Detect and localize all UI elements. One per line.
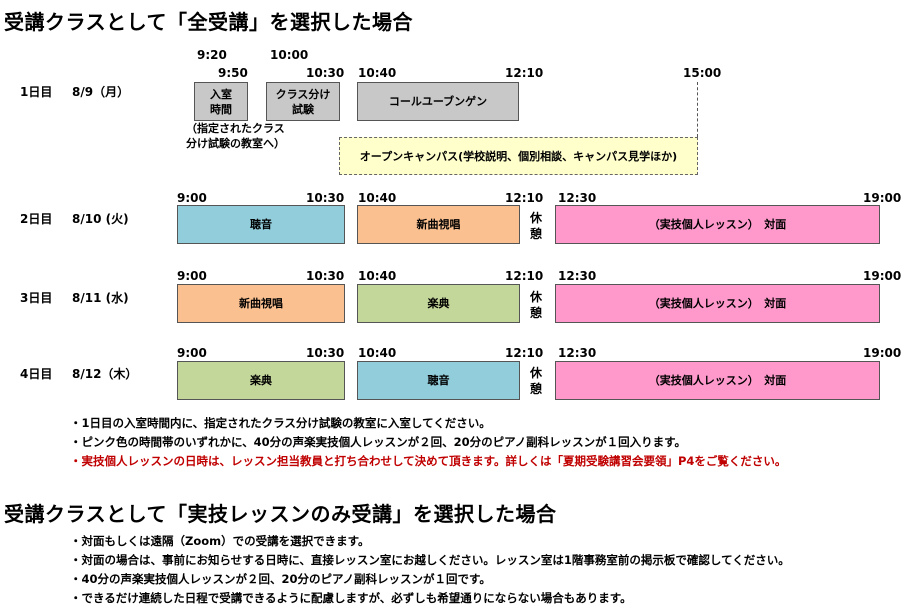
- section2-note-3: ・40分の声楽実技個人レッスンが２回、20分のピアノ副科レッスンが１回です。: [70, 572, 491, 586]
- day2-time-1230: 12:30: [558, 191, 597, 205]
- section1-note-3: ・実技個人レッスンの日時は、レッスン担当教員と打ち合わせして決めて頂きます。詳し…: [70, 454, 787, 468]
- day1-entry-note: （指定されたクラス 分け試験の教室へ）: [186, 122, 285, 150]
- day3-block-lesson: （実技個人レッスン） 対面: [555, 284, 880, 323]
- day1-time-1210: 12:10: [505, 66, 544, 80]
- day2-block-2: 新曲視唱: [357, 205, 520, 244]
- day2-time-1210: 12:10: [505, 191, 544, 205]
- day1-block-entry: 入室 時間: [194, 82, 248, 121]
- day4-time-1230: 12:30: [558, 346, 597, 360]
- day2-label: 2日目: [20, 212, 53, 226]
- day1-time-1000: 10:00: [270, 48, 309, 62]
- day2-block-lesson: （実技個人レッスン） 対面: [555, 205, 880, 244]
- day1-date: 8/9（月）: [72, 85, 130, 99]
- day1-block-open-campus: オープンキャンパス(学校説明、個別相談、キャンパス見学ほか): [339, 137, 698, 175]
- day3-label: 3日目: [20, 291, 53, 305]
- day3-time-0900: 9:00: [177, 269, 207, 283]
- day3-time-1230: 12:30: [558, 269, 597, 283]
- section1-note-1: ・1日目の入室時間内に、指定されたクラス分け試験の教室に入室してください。: [70, 416, 491, 430]
- day2-time-0900: 9:00: [177, 191, 207, 205]
- day4-block-1: 楽典: [177, 361, 345, 400]
- day1-time-0920: 9:20: [197, 48, 227, 62]
- day2-time-1040: 10:40: [358, 191, 397, 205]
- day2-time-1900: 19:00: [863, 191, 902, 205]
- day3-block-2: 楽典: [357, 284, 520, 323]
- day3-time-1900: 19:00: [863, 269, 902, 283]
- day2-block-1: 聴音: [177, 205, 345, 244]
- day4-time-1030: 10:30: [306, 346, 345, 360]
- section1-note-2: ・ピンク色の時間帯のいずれかに、40分の声楽実技個人レッスンが２回、20分のピア…: [70, 435, 686, 449]
- day1-time-1030: 10:30: [306, 66, 345, 80]
- section1-title: 受講クラスとして「全受講」を選択した場合: [4, 10, 413, 34]
- day1-block-concone: コールユーブンゲン: [357, 82, 519, 121]
- day4-date: 8/12（木）: [72, 367, 138, 381]
- day3-time-1040: 10:40: [358, 269, 397, 283]
- day4-block-lesson: （実技個人レッスン） 対面: [555, 361, 880, 400]
- day2-break: 休 憩: [529, 211, 542, 241]
- day1-label: 1日目: [20, 85, 53, 99]
- section2-note-4: ・できるだけ連続した日程で受講できるように配慮しますが、必ずしも希望通りにならな…: [70, 591, 632, 605]
- day1-1500-marker: [697, 82, 698, 137]
- section2-note-1: ・対面もしくは遠隔（Zoom）での受講を選択できます。: [70, 534, 370, 548]
- day4-time-1900: 19:00: [863, 346, 902, 360]
- day1-time-1040: 10:40: [358, 66, 397, 80]
- day3-time-1210: 12:10: [505, 269, 544, 283]
- day4-block-2: 聴音: [357, 361, 520, 400]
- day4-label: 4日目: [20, 367, 53, 381]
- day1-block-class-exam: クラス分け 試験: [266, 82, 340, 121]
- section2-note-2: ・対面の場合は、事前にお知らせする日時に、直接レッスン室にお越しください。レッス…: [70, 553, 790, 567]
- day1-time-1500: 15:00: [683, 66, 722, 80]
- day3-date: 8/11 (水): [72, 291, 129, 305]
- day3-break: 休 憩: [529, 290, 542, 320]
- day4-break: 休 憩: [529, 366, 542, 396]
- day3-time-1030: 10:30: [306, 269, 345, 283]
- day4-time-1040: 10:40: [358, 346, 397, 360]
- day2-time-1030: 10:30: [306, 191, 345, 205]
- day3-block-1: 新曲視唱: [177, 284, 345, 323]
- day4-time-0900: 9:00: [177, 346, 207, 360]
- day1-time-0950: 9:50: [218, 66, 248, 80]
- day4-time-1210: 12:10: [505, 346, 544, 360]
- day2-date: 8/10 (火): [72, 212, 129, 226]
- section2-title: 受講クラスとして「実技レッスンのみ受講」を選択した場合: [4, 502, 557, 526]
